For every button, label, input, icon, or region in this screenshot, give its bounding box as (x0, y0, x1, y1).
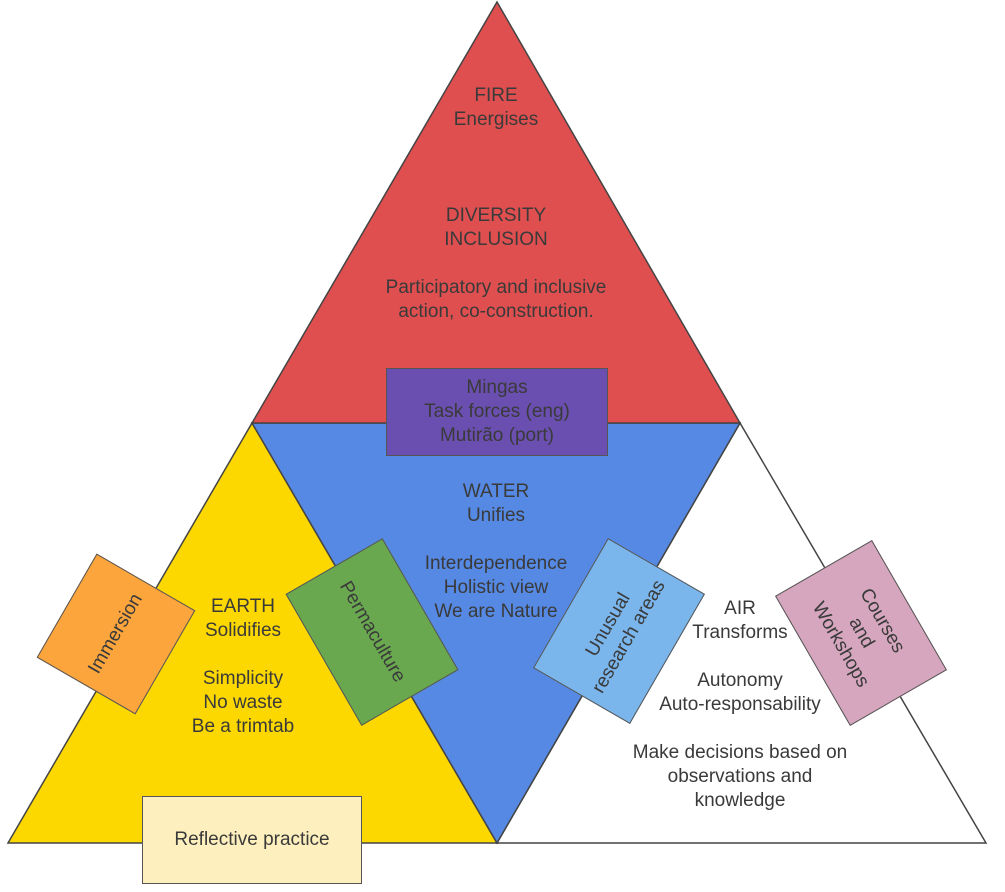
reflective-practice-label: Reflective practice (174, 829, 330, 850)
fire-value-1: DIVERSITY (445, 205, 547, 226)
earth-text: EARTH Solidifies Simplicity No waste Be … (192, 595, 294, 739)
fire-text: FIRE Energises DIVERSITY INCLUSION Parti… (386, 84, 607, 324)
earth-title: EARTH (210, 596, 276, 617)
earth-value-3: Be a trimtab (191, 716, 295, 737)
fire-value-2: INCLUSION (444, 229, 548, 250)
air-text: AIR Transforms Autonomy Auto-responsabil… (633, 597, 847, 813)
earth-subtitle: Solidifies (204, 620, 282, 641)
reflective-practice-box: Reflective practice (142, 796, 362, 884)
air-description-2: observations and (667, 766, 813, 787)
mingas-box: Mingas Task forces (eng) Mutirão (port) (386, 368, 608, 456)
water-text: WATER Unifies Interdependence Holistic v… (425, 480, 568, 624)
air-title: AIR (724, 598, 756, 619)
mingas-line-3: Mutirão (port) (439, 425, 555, 446)
fire-description-1: Participatory and inclusive (385, 277, 607, 298)
fire-description-2: action, co-construction. (398, 301, 594, 322)
water-value-1: Interdependence (424, 553, 568, 574)
courses-label: Courses and Workshops (807, 584, 909, 692)
air-description-1: Make decisions based on (632, 742, 848, 763)
earth-value-2: No waste (203, 692, 283, 713)
fire-title: FIRE (474, 85, 518, 106)
air-value-2: Auto-responsability (659, 694, 821, 715)
water-value-3: We are Nature (434, 601, 558, 622)
mingas-line-2: Task forces (eng) (424, 401, 570, 422)
mingas-line-1: Mingas (466, 377, 528, 398)
water-subtitle: Unifies (466, 505, 526, 526)
immersion-label: Immersion (84, 590, 147, 678)
air-value-1: Autonomy (697, 670, 783, 691)
fire-subtitle: Energises (453, 109, 539, 130)
earth-value-1: Simplicity (202, 668, 284, 689)
water-title: WATER (462, 481, 530, 502)
water-value-2: Holistic view (443, 577, 549, 598)
air-subtitle: Transforms (692, 622, 788, 643)
permaculture-label: Permaculture (335, 577, 410, 686)
air-description-3: knowledge (694, 790, 786, 811)
